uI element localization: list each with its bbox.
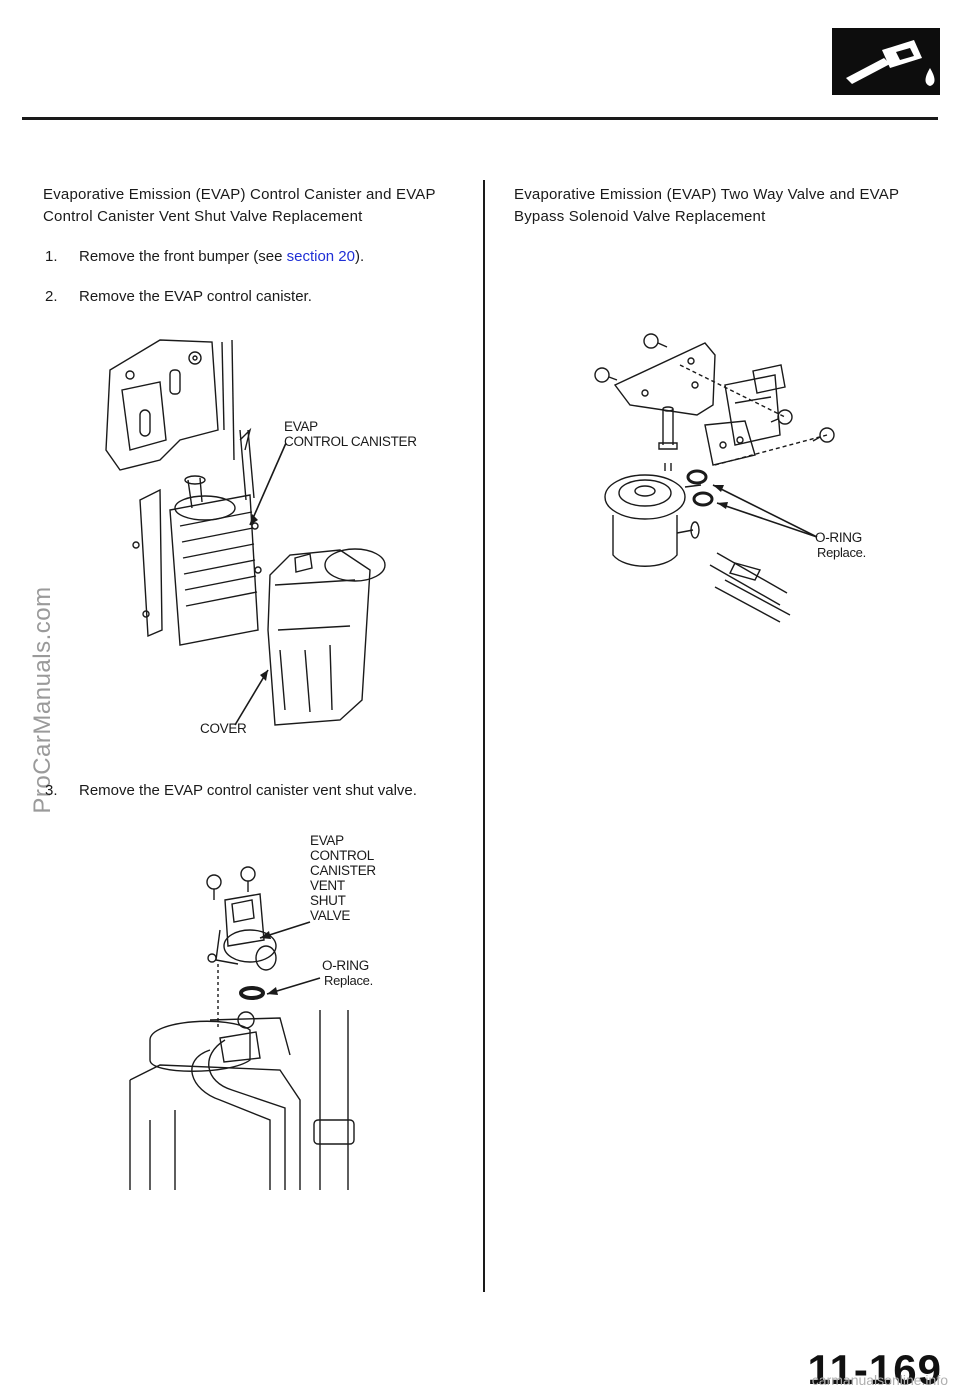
fuel-nozzle-icon: [846, 40, 935, 86]
o-ring: [688, 471, 706, 483]
callout-line: CONTROL: [310, 848, 374, 863]
left-section-heading: Evaporative Emission (EVAP) Control Cani…: [43, 184, 436, 228]
oring-callout-left: O-RING Replace.: [322, 958, 373, 988]
footer-watermark: carmanualsonline.info: [811, 1372, 948, 1388]
callout-line: CANISTER: [310, 863, 376, 878]
callout-line: VENT: [310, 878, 345, 893]
right-section-heading: Evaporative Emission (EVAP) Two Way Valv…: [514, 184, 899, 228]
vent-shut-valve: [225, 894, 264, 946]
right-heading-line2: Bypass Solenoid Valve Replacement: [514, 208, 766, 225]
step-3: 3. Remove the EVAP control canister vent …: [45, 781, 417, 801]
column-divider: [483, 180, 485, 1292]
left-heading-line1: Evaporative Emission (EVAP) Control Cani…: [43, 186, 436, 203]
canister-callout: EVAP CONTROL CANISTER: [284, 419, 417, 449]
page-number: 11-169: [807, 1346, 942, 1393]
mounting-bracket: [106, 340, 218, 470]
step-number: 1.: [45, 248, 58, 265]
valve-callout: EVAP CONTROL CANISTER VENT SHUT VALVE: [310, 833, 376, 923]
step-text-end: ).: [355, 248, 365, 265]
step-number: 2.: [45, 288, 58, 305]
vent-shut-valve-figure: [120, 860, 380, 1190]
two-way-valve: [605, 475, 685, 519]
callout-line: EVAP: [310, 833, 344, 848]
callout-line: O-RING: [815, 530, 862, 545]
step-text: Remove the EVAP control canister.: [79, 288, 312, 305]
side-watermark: ProCarManuals.com: [29, 586, 56, 814]
step-text: Remove the front bumper (see: [79, 248, 287, 265]
header-rule: [22, 117, 938, 120]
canister-cover: [268, 550, 370, 725]
valve-bracket: [615, 343, 715, 415]
canister-figure: [100, 330, 400, 750]
evap-control-canister: [170, 495, 258, 645]
callout-line: CONTROL CANISTER: [284, 434, 417, 449]
step-number: 3.: [45, 782, 58, 799]
callout-note: Replace.: [817, 545, 866, 560]
step-2: 2. Remove the EVAP control canister.: [45, 287, 312, 307]
o-ring: [241, 988, 263, 998]
oring-callout-right: O-RING Replace.: [815, 530, 866, 560]
section-20-link[interactable]: section 20: [286, 248, 355, 265]
step-1: 1. Remove the front bumper (see section 2…: [45, 247, 364, 267]
callout-line: O-RING: [322, 958, 369, 973]
cover-leader: [235, 670, 268, 725]
callout-line: SHUT: [310, 893, 346, 908]
callout-note: Replace.: [324, 973, 373, 988]
fuel-system-badge: [832, 28, 940, 95]
step-text: Remove the EVAP control canister vent sh…: [79, 782, 417, 799]
bypass-solenoid-valve: [725, 375, 780, 445]
oring-leader-a: [713, 485, 817, 537]
canister-leader: [250, 443, 286, 525]
callout-line: EVAP: [284, 419, 318, 434]
right-heading-line1: Evaporative Emission (EVAP) Two Way Valv…: [514, 186, 900, 203]
cover-callout: COVER: [200, 721, 247, 736]
callout-line: VALVE: [310, 908, 351, 923]
o-ring: [694, 493, 712, 505]
left-heading-line2: Control Canister Vent Shut Valve Replace…: [43, 208, 363, 225]
oring-leader-b: [717, 503, 817, 537]
two-way-valve-figure: [585, 325, 845, 625]
